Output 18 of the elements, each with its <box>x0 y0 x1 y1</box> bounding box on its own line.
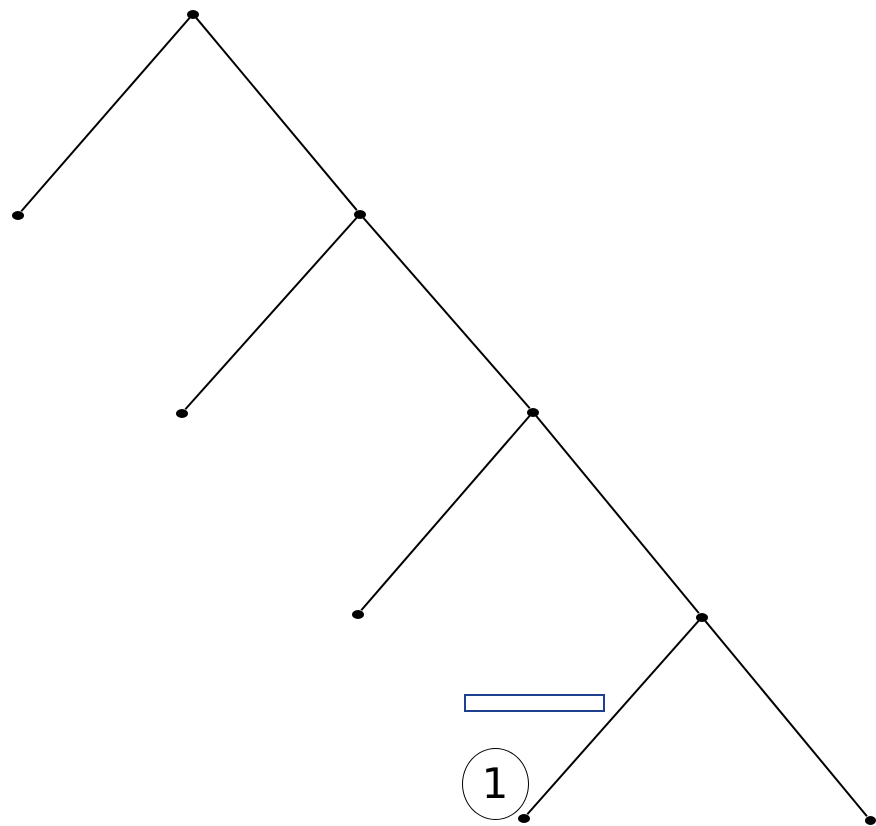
node-dot <box>696 612 708 622</box>
node-dot <box>176 408 188 418</box>
connector-line <box>526 620 700 815</box>
connector-line <box>184 217 358 410</box>
node-dot <box>864 816 876 824</box>
connector-line <box>362 217 530 409</box>
node-dot <box>187 10 199 18</box>
connector-line <box>535 415 700 614</box>
connector-line <box>195 17 358 211</box>
node-dot <box>518 814 530 822</box>
node-dot <box>527 408 539 416</box>
node-dot <box>12 210 24 220</box>
node-dot <box>352 610 364 618</box>
connector-line <box>20 17 190 212</box>
empty-rectangle <box>464 694 604 712</box>
node-dot <box>354 210 366 218</box>
connector-line <box>360 415 530 611</box>
connector-line <box>704 620 868 817</box>
